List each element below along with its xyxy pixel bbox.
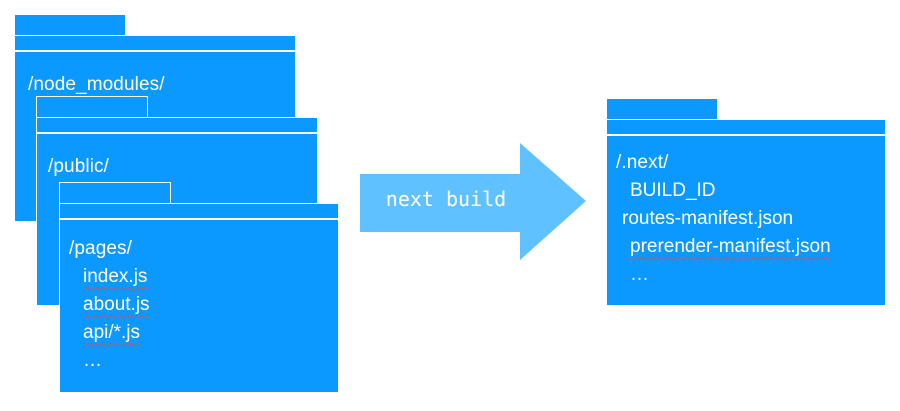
folder-tab bbox=[14, 14, 126, 37]
folder-pages: /pages/ index.js about.js api/*.js … bbox=[59, 182, 339, 393]
folder-body bbox=[606, 135, 886, 306]
folder-tab bbox=[36, 96, 148, 119]
folder-tab bbox=[59, 182, 171, 205]
folder-lid bbox=[606, 119, 886, 135]
file-item: BUILD_ID bbox=[630, 180, 716, 201]
arrow-label: next build bbox=[385, 187, 507, 211]
file-item: index.js bbox=[83, 266, 148, 287]
folder-lid bbox=[59, 203, 339, 219]
folder-title: /public/ bbox=[48, 156, 110, 177]
file-item: api/*.js bbox=[83, 322, 141, 343]
file-item: about.js bbox=[83, 294, 150, 315]
folder-title: /pages/ bbox=[69, 238, 133, 259]
folder-title: /node_modules/ bbox=[28, 74, 165, 95]
folder-lid bbox=[36, 117, 318, 133]
file-item: prerender-manifest.json bbox=[630, 236, 831, 257]
file-item: … bbox=[630, 264, 649, 285]
folder-tab bbox=[606, 98, 718, 121]
folder-title: /.next/ bbox=[616, 152, 669, 173]
folder-next: /.next/ BUILD_ID routes-manifest.json pr… bbox=[606, 98, 886, 306]
file-item: routes-manifest.json bbox=[622, 208, 794, 229]
file-item: … bbox=[83, 350, 102, 371]
arrow-shape bbox=[360, 143, 586, 260]
folder-body bbox=[59, 219, 339, 393]
folder-lid bbox=[14, 35, 296, 51]
